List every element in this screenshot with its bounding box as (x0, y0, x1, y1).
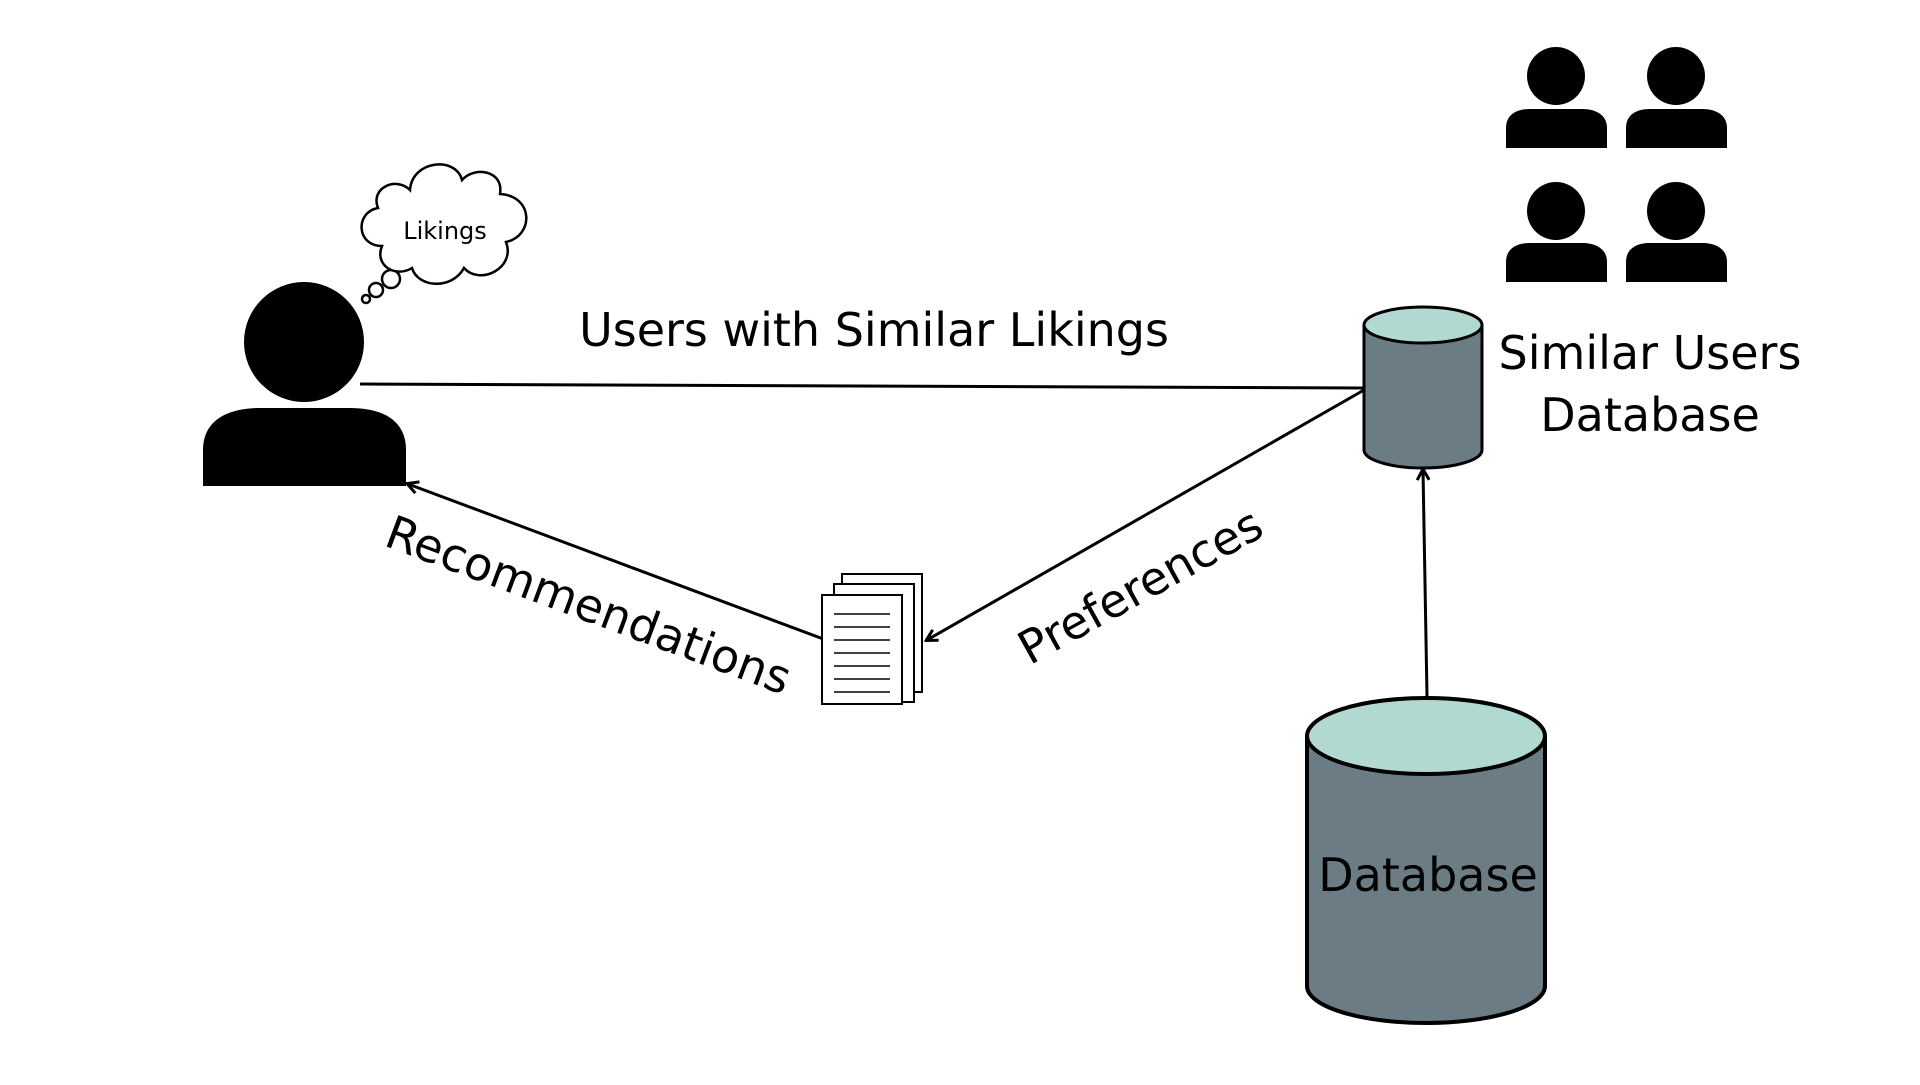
users-group-icon (1506, 47, 1727, 282)
thought-dot-small (360, 293, 372, 305)
thought-cloud (360, 163, 528, 285)
edge-recommendations (408, 484, 827, 642)
main-database-icon (1305, 696, 1547, 1025)
thought-dot-medium (367, 281, 385, 299)
document-stack-icon (821, 573, 923, 705)
group-user-icon (1506, 47, 1607, 148)
group-user-icon (1626, 47, 1727, 148)
edge-preferences (927, 388, 1365, 640)
edge-similar-likings (359, 382, 1365, 390)
similar-users-db-label-line2: Database (1540, 388, 1760, 442)
edge-database-to-similar-users (1423, 470, 1427, 697)
edge-label-preferences: Preferences (1009, 497, 1272, 675)
similar-users-database-icon (1362, 305, 1484, 470)
group-user-icon (1626, 182, 1727, 282)
thought-label: Likings (403, 217, 487, 245)
edge-label-similar-likings: Users with Similar Likings (579, 303, 1169, 357)
user-icon (203, 282, 406, 486)
similar-users-db-label-line1: Similar Users (1499, 326, 1802, 380)
thought-bubble: Likings (360, 163, 528, 305)
main-database-label: Database (1318, 848, 1538, 902)
group-user-icon (1506, 182, 1607, 282)
